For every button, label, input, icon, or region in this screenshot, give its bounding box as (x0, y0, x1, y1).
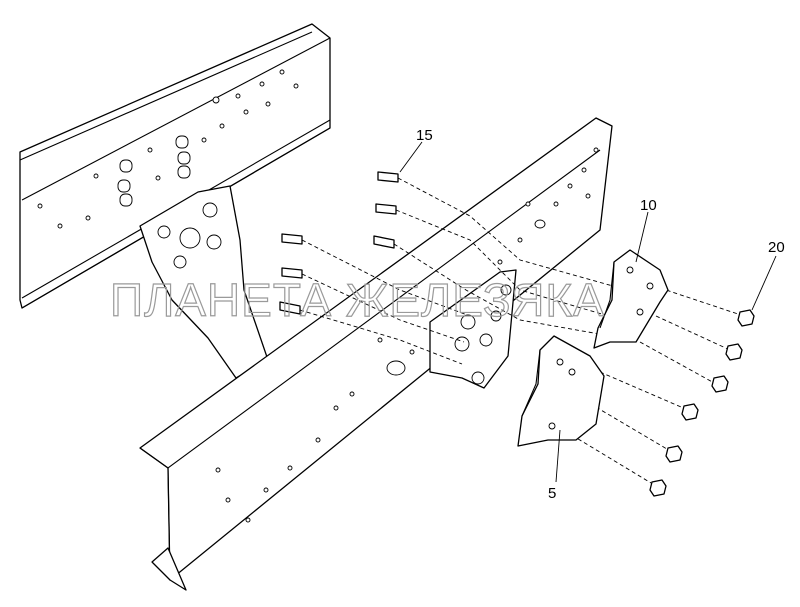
bolt (281, 267, 303, 279)
watermark-text: ПЛАНЕТА ЖЕЛЕЗЯКА (110, 274, 605, 326)
nut (649, 479, 667, 497)
bolt (373, 235, 395, 249)
bolt (375, 203, 397, 215)
bolts-group (279, 171, 399, 315)
main-rail-holes (215, 147, 599, 523)
leader-lines (399, 141, 777, 483)
bolt (377, 171, 399, 183)
bolt (281, 233, 303, 245)
callout-bracket-lower: 5 (548, 485, 556, 502)
callout-nut: 20 (768, 239, 785, 256)
assembly-lines (299, 177, 745, 487)
bolt (279, 301, 301, 315)
gusset-plate (139, 185, 269, 379)
nut (665, 445, 683, 463)
bracket-upper (593, 249, 669, 349)
frame-rail-main (139, 117, 613, 591)
nut (725, 343, 743, 361)
nuts-group (649, 309, 755, 497)
nut (737, 309, 755, 327)
nut (681, 403, 699, 421)
nut (711, 375, 729, 393)
upper-rail-holes (37, 69, 299, 229)
bracket-lower (517, 335, 605, 447)
mounting-plate (429, 269, 517, 389)
callout-bracket-upper: 10 (640, 197, 657, 214)
callout-bolt: 15 (416, 127, 433, 144)
